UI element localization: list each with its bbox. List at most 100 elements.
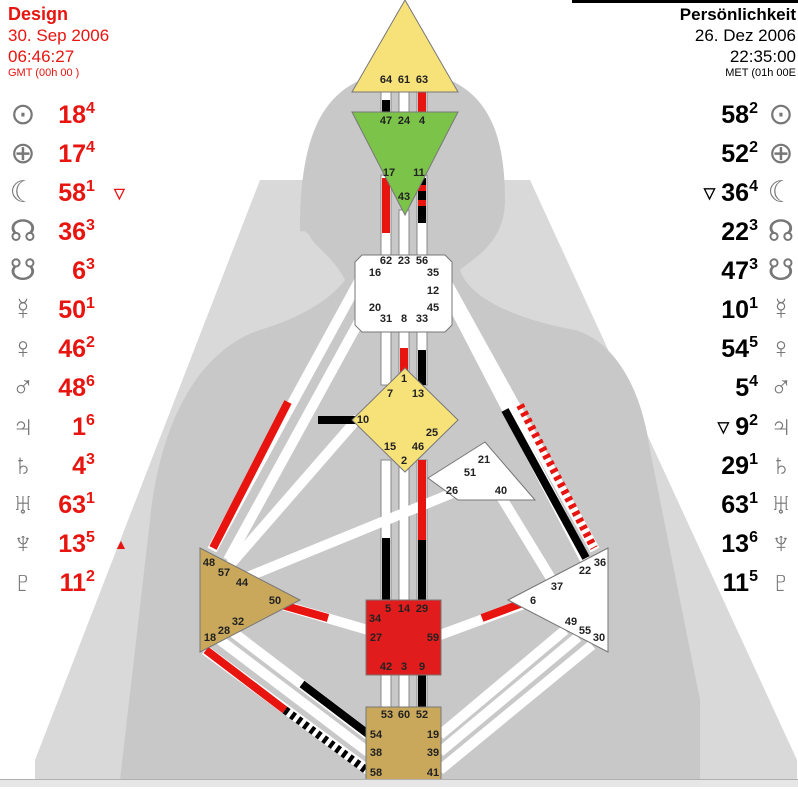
line-number: 6 xyxy=(86,412,95,429)
activation-gate-54 xyxy=(299,680,371,738)
solar-plexus-center xyxy=(506,547,609,653)
line-number: 3 xyxy=(86,256,95,273)
gate-number: 58 xyxy=(721,100,750,129)
activation-gate-64 xyxy=(382,100,390,114)
gate-label-15: 15 xyxy=(384,441,396,453)
line-number: 1 xyxy=(86,490,95,507)
gate-number: 22 xyxy=(721,217,750,246)
gate-label-52: 52 xyxy=(416,709,428,721)
gate-label-61: 61 xyxy=(398,74,410,86)
gate-label-60: 60 xyxy=(398,709,410,721)
gate-number: 13 xyxy=(58,529,86,558)
mercury-icon: ☿ xyxy=(11,293,35,326)
gate-label-12: 12 xyxy=(427,285,439,297)
saturn-icon: ♄ xyxy=(769,449,793,482)
activation-gate-18 xyxy=(203,646,288,714)
uranus-icon: ♅ xyxy=(769,488,793,521)
north-node-icon: ☊ xyxy=(767,215,795,248)
gate-label-44: 44 xyxy=(236,577,249,589)
jupiter-icon: ♃ xyxy=(11,410,35,443)
line-number: 3 xyxy=(749,217,758,234)
gate-label-7: 7 xyxy=(387,388,393,400)
venus-icon: ♀ xyxy=(11,332,35,365)
ajna-center xyxy=(351,111,459,217)
gate-label-55: 55 xyxy=(579,625,591,637)
line-number: 1 xyxy=(749,295,758,312)
line-number: 6 xyxy=(749,529,758,546)
throat-center xyxy=(354,254,453,333)
gate-label-22: 22 xyxy=(579,565,591,577)
gate-label-20: 20 xyxy=(369,302,381,314)
activation-gate-9 xyxy=(418,675,426,707)
gate-number: 36 xyxy=(58,217,86,246)
gate-label-26: 26 xyxy=(446,485,458,497)
activation-gate-11-red-2 xyxy=(418,200,426,206)
activation-layer xyxy=(203,88,598,774)
gate-label-5: 5 xyxy=(385,603,391,615)
channel-35-36 xyxy=(435,267,600,553)
neptune-icon: ♆ xyxy=(11,527,35,560)
gate-label-17: 17 xyxy=(383,167,395,179)
line-number: 5 xyxy=(749,568,758,585)
gate-label-58: 58 xyxy=(370,767,382,779)
channel-49-19 xyxy=(436,626,569,739)
gate-label-36: 36 xyxy=(594,557,606,569)
gate-number: 50 xyxy=(58,295,86,324)
pluto-icon: ♇ xyxy=(11,566,35,599)
activation-gate-8 xyxy=(400,348,408,373)
head-center xyxy=(351,0,459,93)
line-number: 5 xyxy=(86,529,95,546)
mars-icon: ♂ xyxy=(769,371,793,404)
gate-label-25: 25 xyxy=(426,427,438,439)
design-timezone: GMT (00h 00 ) xyxy=(8,67,80,79)
line-number: 4 xyxy=(749,373,758,390)
sun-icon: ⊙ xyxy=(768,98,794,131)
venus-icon: ♀ xyxy=(769,332,793,365)
channel-28-38 xyxy=(216,636,372,756)
gate-number: 58 xyxy=(58,178,86,207)
gate-label-6: 6 xyxy=(530,595,536,607)
gate-label-35: 35 xyxy=(427,267,439,279)
gate-label-24: 24 xyxy=(398,115,411,127)
sun-icon: ⊙ xyxy=(10,98,36,131)
activation-gate-36 xyxy=(516,403,598,550)
north-node-icon: ☊ xyxy=(9,215,37,248)
personality-time: 22:35:00 xyxy=(729,47,796,66)
line-number: 3 xyxy=(86,217,95,234)
center-layer xyxy=(199,0,609,783)
earth-icon: ⊕ xyxy=(10,137,36,170)
gate-number: 63 xyxy=(58,490,86,519)
gate-label-64: 64 xyxy=(380,74,393,86)
gate-label-21: 21 xyxy=(478,454,490,466)
channel-42-53 xyxy=(380,674,392,708)
gate-label-46: 46 xyxy=(412,441,424,453)
line-number: 4 xyxy=(86,139,95,156)
gate-label-16: 16 xyxy=(369,267,381,279)
activation-gate-29 xyxy=(418,540,426,600)
activation-gate-63 xyxy=(418,88,426,114)
uranus-icon: ♅ xyxy=(11,488,35,521)
line-number: 1 xyxy=(86,178,95,195)
gate-label-38: 38 xyxy=(370,747,382,759)
gate-label-2: 2 xyxy=(401,455,407,467)
gate-label-54: 54 xyxy=(370,729,383,741)
channel-31-7 xyxy=(380,324,392,386)
status-bar xyxy=(0,779,798,787)
heart-center xyxy=(427,441,537,501)
gate-label-18: 18 xyxy=(204,632,216,644)
activation-gate-50 xyxy=(280,601,330,622)
